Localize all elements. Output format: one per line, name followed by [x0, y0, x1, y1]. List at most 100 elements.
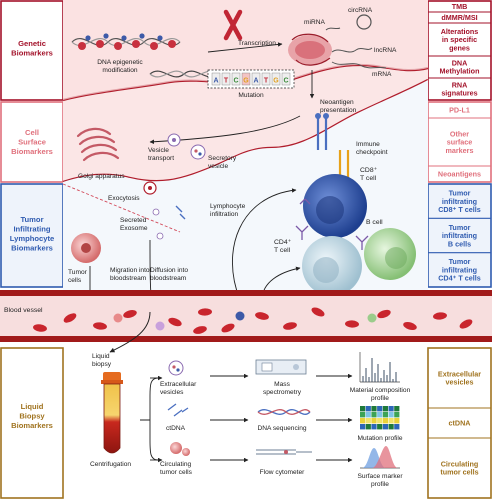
lncrna-label: lncRNA	[374, 47, 397, 54]
immune-checkpoint-label-l1: Immune	[356, 141, 380, 148]
cd4-label-l2: T cell	[274, 247, 291, 254]
genetic-category-box	[0, 0, 64, 101]
ctc-icon	[170, 442, 190, 456]
heatmap-cell	[360, 406, 366, 412]
heatmap-cell	[365, 406, 371, 412]
heatmap-cell	[382, 424, 388, 430]
genetic-category-line: Biomarkers	[11, 49, 53, 58]
til-category-line: Infiltrating	[13, 225, 50, 234]
heatmap-cell	[365, 412, 371, 418]
liquid-tag-line: ctDNA	[449, 419, 471, 428]
b-cell-nucleus	[385, 247, 407, 269]
liquid-tag-line: Circulating	[441, 460, 479, 469]
immune-checkpoint-label-l2: checkpoint	[356, 149, 388, 156]
material-profile-label-l2: profile	[371, 395, 389, 402]
heatmap-cell	[382, 418, 388, 424]
surface-tag-line: Other	[450, 129, 469, 138]
mutation-profile-label: Mutation profile	[357, 435, 402, 442]
migration-label-l1: Migration into	[110, 267, 150, 274]
red-blood-cell	[198, 308, 212, 316]
dna-helix-nucleosomes	[71, 33, 219, 78]
tumor-cell-nucleus	[81, 243, 91, 253]
secretory-vesicle-label-l2: vesicle	[208, 163, 228, 170]
branch-brace	[140, 377, 159, 461]
blood-tube	[101, 372, 123, 454]
heatmap-cell	[360, 412, 366, 418]
genetic-tag-line: Alterations	[441, 27, 479, 36]
surface-profile-label-l1: Surface marker	[357, 473, 403, 480]
til-tag-line: Tumor	[449, 257, 471, 266]
mutation-base: A	[253, 78, 258, 85]
golgi-label: Golgi apparatus	[78, 173, 125, 180]
heatmap-cell	[388, 406, 394, 412]
nucleus-fill	[63, 0, 428, 100]
liquid-category-box	[0, 347, 64, 499]
genetic-tag-line: in specific	[442, 35, 477, 44]
heatmap-cell	[360, 424, 366, 430]
genetic-tag-line: RNA	[452, 81, 468, 90]
surface-profile-label-l2: profile	[371, 481, 389, 488]
mutation-base: G	[273, 78, 279, 85]
exosome-icons	[152, 205, 186, 240]
til-category-line: Biomarkers	[11, 244, 53, 253]
red-blood-cell	[168, 317, 182, 327]
red-blood-cell	[63, 313, 77, 323]
cd4-nucleus	[313, 257, 339, 283]
secreted-exosome-label-l2: Exosome	[120, 225, 148, 232]
heatmap-cell	[365, 424, 371, 430]
centrifugation-label: Centrifugation	[90, 461, 131, 468]
genetic-category-line: Genetic	[18, 39, 46, 48]
exocytosis-label: Exocytosis	[108, 195, 140, 202]
genetic-tag: TMB	[452, 2, 468, 11]
liquid-category-line: Biomarkers	[11, 421, 53, 430]
mutation-base-box	[271, 72, 281, 86]
mutation-base: C	[283, 78, 288, 85]
heatmap-cell	[382, 406, 388, 412]
surface-tag-line: Neoantigens	[438, 170, 481, 179]
genetic-tag-line: TMB	[452, 2, 468, 11]
heatmap-cell	[371, 412, 377, 418]
heatmap-cell	[388, 412, 394, 418]
chromosome-icon	[223, 9, 243, 41]
neoantigen-label-l1: Neoantigen	[320, 99, 354, 106]
til-category-box	[0, 183, 64, 288]
heatmap-cell	[371, 418, 377, 424]
heatmap-cell	[377, 406, 383, 412]
red-blood-cell	[123, 310, 137, 318]
mutation-base: C	[233, 78, 238, 85]
red-blood-cell	[345, 320, 359, 328]
lymphocyte-infiltration-label-l2: infiltration	[210, 211, 239, 218]
heatmap-cell	[371, 424, 377, 430]
dna-seq-icon	[257, 409, 311, 415]
diffusion-label-l1: Diffusion into	[150, 267, 188, 274]
red-blood-cell	[311, 307, 325, 317]
ctc-label-l2: tumor cells	[160, 469, 193, 476]
mutation-base-box	[221, 72, 231, 86]
surface-tag: Neoantigens	[438, 170, 481, 179]
red-blood-cell	[459, 319, 473, 329]
heatmap-cell	[388, 424, 394, 430]
mrna-label: mRNA	[372, 71, 392, 78]
mirna-label: miRNA	[304, 19, 325, 26]
red-blood-cell	[93, 322, 107, 330]
surface-marker-histogram	[360, 446, 400, 469]
surface-tag: PD-L1	[449, 106, 470, 115]
tumor-cells-label-l2: cells	[68, 277, 82, 284]
lymphocyte-infiltration-label-l1: Lymphocyte	[210, 203, 246, 210]
til-tag-line: CD8⁺ T cells	[438, 205, 481, 214]
epigenetic-label-l1: DNA epigenetic	[97, 59, 143, 66]
heatmap-cell	[394, 418, 400, 424]
mass-spec-icon	[255, 359, 307, 375]
liquid-category-line: Liquid	[21, 402, 44, 411]
ev-label-l1: Extracellular	[160, 381, 197, 388]
infiltration-arrow-cd8	[232, 188, 297, 301]
secreted-exosome-label-l1: Secreted	[120, 217, 147, 224]
liquid-biopsy-label-l1: Liquid	[92, 353, 110, 360]
til-tag-line: infiltrating	[442, 265, 477, 274]
